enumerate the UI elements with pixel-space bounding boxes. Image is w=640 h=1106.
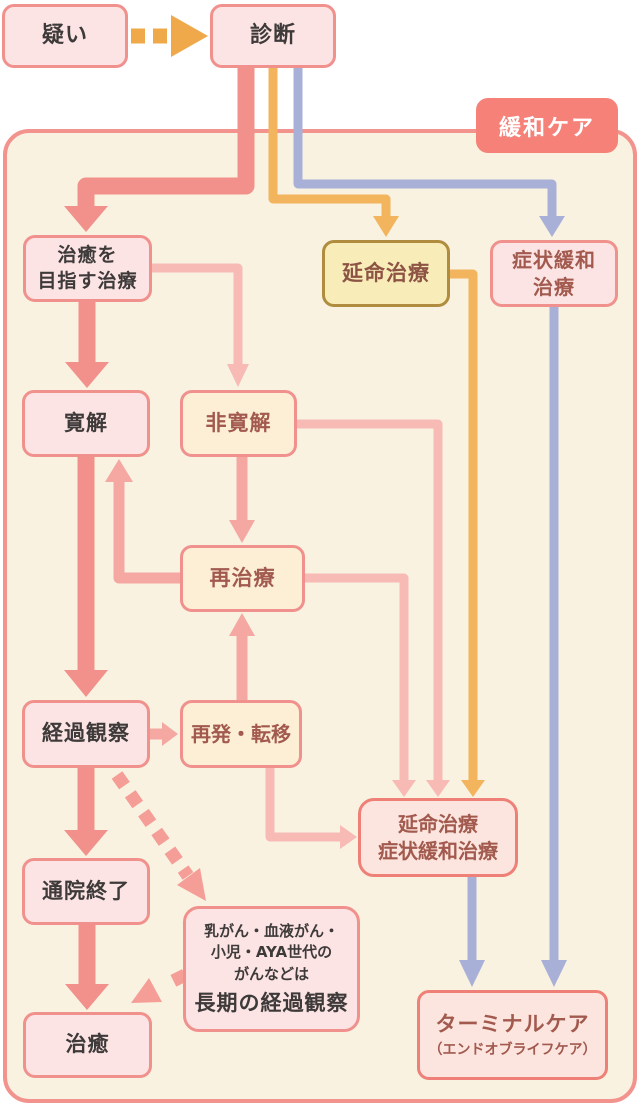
node-followup-observation: 経過観察 [22,700,150,768]
edge-remission-followup [64,457,108,697]
edge-recurrence-combined [265,768,357,849]
node-retreatment: 再治療 [180,545,305,612]
node-life-prolonging-treatment: 延命治療 [322,240,450,307]
node-diagnosis: 診断 [210,4,336,68]
node-non-remission-label: 非寛解 [205,410,272,435]
edge-symptom-relief-terminal [541,307,567,987]
edge-curative-non-remission [152,263,249,387]
terminal-care-sub-label: （エンドオブライフケア） [428,1041,597,1058]
node-symptom-relief-treatment: 症状緩和 治療 [490,240,618,307]
node-remission-label: 寛解 [64,410,108,435]
edge-combined-terminal [459,877,485,987]
node-diagnosis-label: 診断 [249,23,296,49]
node-recurrence-label: 再発・転移 [191,721,291,746]
edge-diagnosis-life-prolonging [268,66,399,237]
node-end-of-visits: 通院終了 [22,858,150,925]
node-cure: 治癒 [23,1012,152,1078]
edge-end-of-visits-cure [65,925,109,1010]
note-small-text: 乳がん・血液がん・ 小児・AYA世代の がんなどは [203,921,339,984]
edge-recurrence-retreatment [229,613,255,700]
node-life-prolonging-label: 延命治療 [342,260,430,285]
node-cure-label: 治癒 [65,1032,110,1057]
node-combined-care-label: 延命治療 症状緩和治療 [378,812,498,863]
node-retreatment-label: 再治療 [209,565,276,590]
edge-retreatment-combined [305,573,416,797]
edge-note-cure [131,969,188,1003]
edge-followup-note [111,771,206,901]
node-followup-label: 経過観察 [42,721,130,746]
edge-suspicion-diagnosis [131,15,208,57]
terminal-care-main-label: ターミナルケア [435,1011,590,1036]
node-curative-treatment-label: 治癒を 目指す治療 [37,244,138,292]
node-remission: 寛解 [22,390,150,457]
node-terminal-care: ターミナルケア （エンドオブライフケア） [417,990,608,1080]
node-symptom-relief-label: 症状緩和 治療 [512,248,596,299]
edge-curative-remission [65,302,109,388]
edge-diagnosis-curative [64,66,255,232]
edge-diagnosis-symptom-relief [293,66,565,237]
node-recurrence-metastasis: 再発・転移 [180,700,302,768]
edge-followup-recurrence [150,722,178,746]
node-suspicion: 疑い [2,4,128,68]
note-big-text: 長期の経過観察 [194,990,349,1015]
palliative-care-label: 緩和ケア [476,98,618,153]
palliative-care-label-text: 緩和ケア [498,115,595,141]
node-curative-treatment: 治癒を 目指す治療 [23,235,152,302]
edge-non-remission-retreatment [229,457,255,543]
edge-retreatment-remission [105,459,180,584]
edge-non-remission-combined [297,419,450,797]
node-combined-care: 延命治療 症状緩和治療 [358,798,518,877]
edge-followup-end-of-visits [64,768,108,856]
node-long-term-note: 乳がん・血液がん・ 小児・AYA世代の がんなどは 長期の経過観察 [183,906,360,1032]
node-end-of-visits-label: 通院終了 [42,878,130,903]
edge-life-prolonging-combined [450,269,485,797]
node-non-remission: 非寛解 [180,390,297,457]
node-suspicion-label: 疑い [41,23,88,49]
